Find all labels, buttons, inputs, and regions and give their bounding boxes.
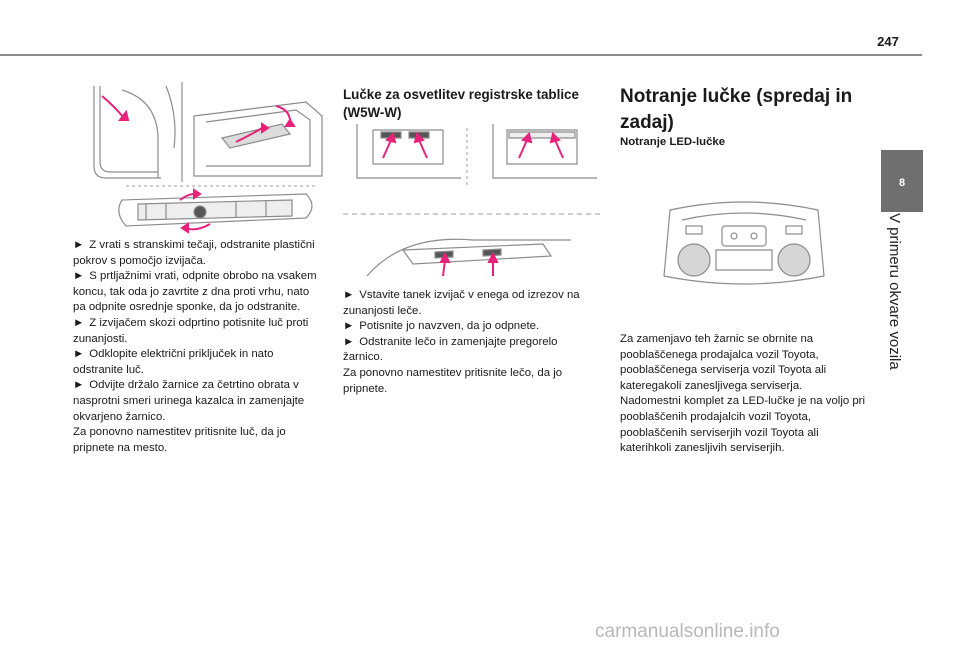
paragraph: ►Z izvijačem skozi odprtino potisnite lu… — [73, 316, 309, 345]
paragraph: ►S prtljažnimi vrati, odpnite obrobo na … — [73, 270, 317, 314]
text-column-right: Za zamenjavo teh žarnic se obrnite na po… — [620, 332, 868, 457]
chapter-title: V primeru okvare vozila — [886, 213, 903, 370]
text-column-middle: ►Vstavite tanek izvijač v enega od izrez… — [343, 288, 598, 397]
paragraph: ►Odstranite lečo in zamenjajte pregorelo… — [343, 335, 558, 364]
page-number: 247 — [877, 34, 899, 49]
header-divider — [0, 54, 922, 56]
paragraph: ►Z vrati s stranskimi tečaji, odstranite… — [73, 239, 315, 267]
paragraph: Za zamenjavo teh žarnic se obrnite na po… — [620, 333, 827, 392]
chapter-number: 8 — [898, 177, 906, 189]
plate-light-illustration — [343, 124, 601, 277]
chapter-tab[interactable] — [881, 150, 923, 212]
rear-door-lamp-illustration — [93, 82, 323, 234]
text-column-left: ►Z vrati s stranskimi tečaji, odstranite… — [73, 238, 323, 456]
ceiling-lamp-illustration — [663, 201, 825, 285]
section-heading-interior-lights: Notranje lučke (spredaj in zadaj) — [620, 86, 853, 133]
paragraph: ►Potisnite jo navzven, da jo odpnete. — [343, 320, 540, 333]
section-heading-plate-lights: Lučke za osvetlitev registrske tablice (… — [343, 87, 579, 120]
paragraph: Nadomestni komplet za LED-lučke je na vo… — [620, 395, 866, 455]
paragraph: ►Vstavite tanek izvijač v enega od izrez… — [343, 289, 580, 317]
paragraph: Za ponovno namestitev pritisnite lečo, d… — [343, 366, 563, 395]
subheading-led-lights: Notranje LED-lučke — [620, 136, 726, 148]
watermark: carmanualsonline.info — [595, 621, 780, 642]
paragraph: ►Odvijte držalo žarnice za četrtino obra… — [73, 379, 305, 423]
paragraph: Za ponovno namestitev pritisnite luč, da… — [73, 426, 286, 454]
paragraph: ►Odklopite električni priključek in nato… — [73, 348, 274, 376]
